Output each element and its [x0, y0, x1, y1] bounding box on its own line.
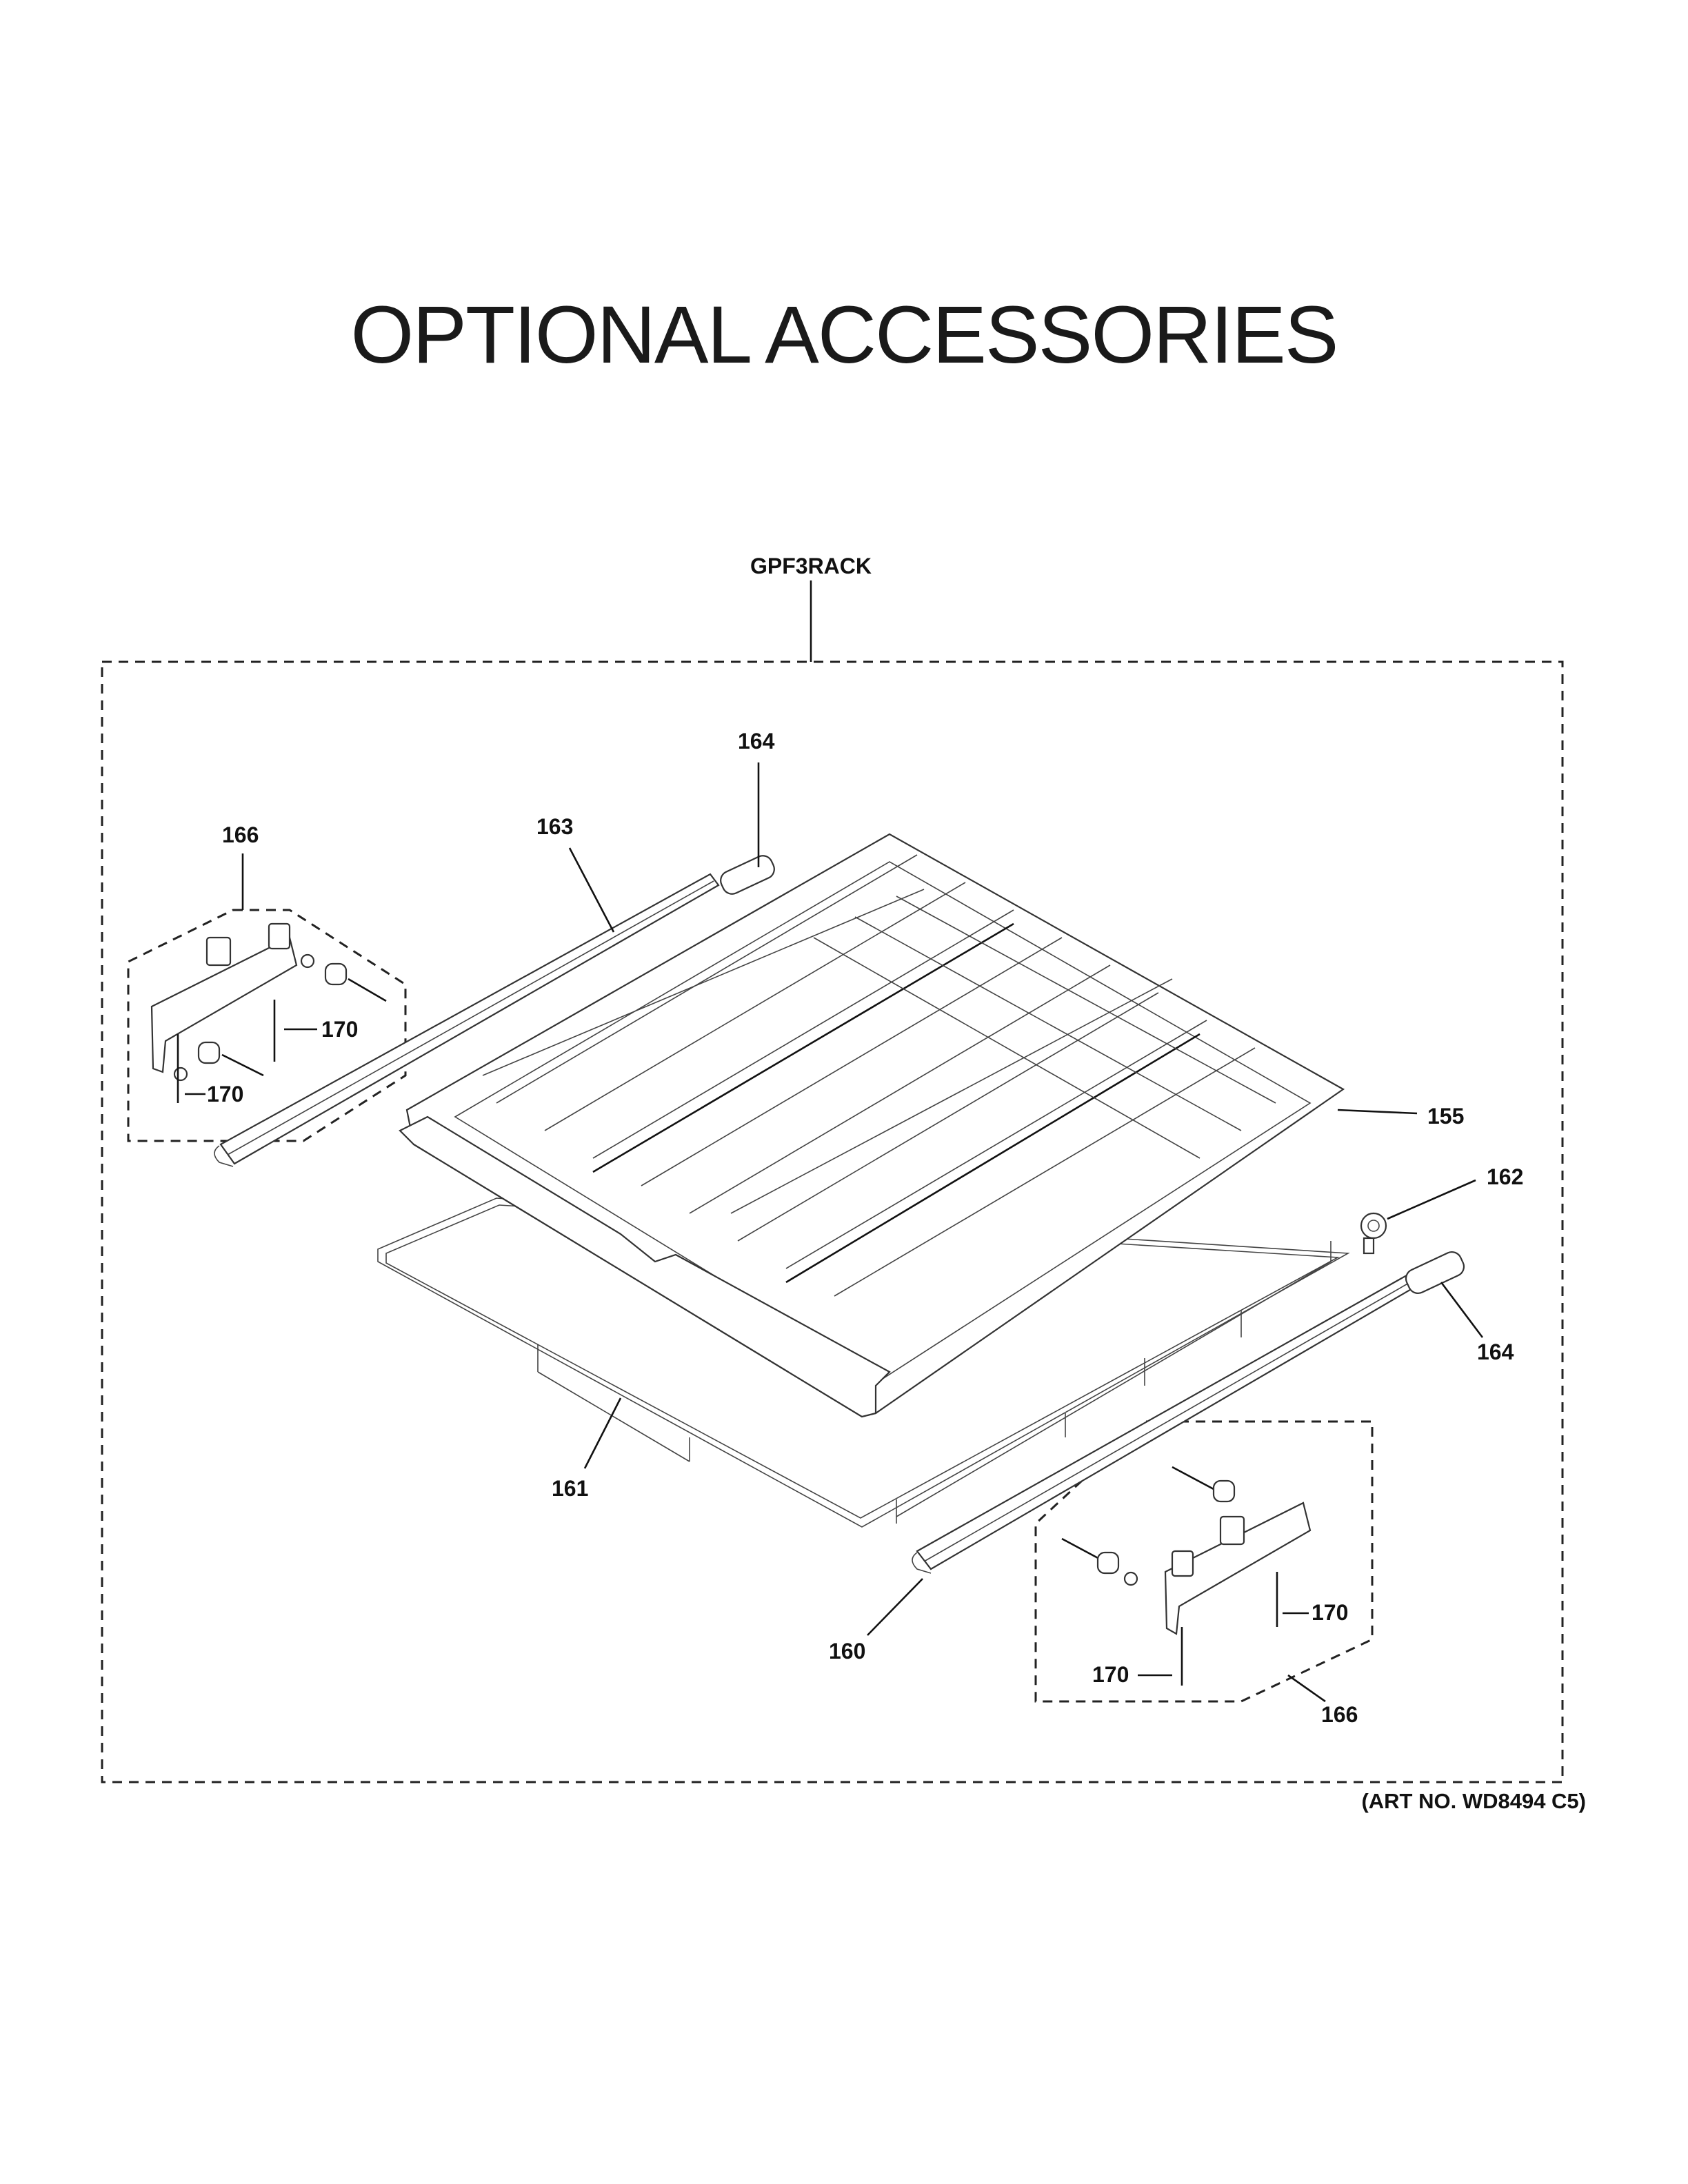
callout-162: 162 [1487, 1164, 1523, 1189]
kit-label: GPF3RACK [750, 554, 872, 578]
callout-164-right: 164 [1477, 1339, 1514, 1364]
end-cap-164-right [1405, 1251, 1465, 1294]
end-cap-164-top [720, 855, 775, 895]
leader-166-right [1287, 1674, 1326, 1703]
callout-164-top: 164 [738, 729, 775, 754]
kit-boundary [101, 660, 1564, 1783]
upper-rack [399, 833, 1345, 1418]
wire-frame [377, 1197, 1350, 1528]
leader-155 [1337, 1109, 1418, 1115]
callout-166-right: 166 [1321, 1702, 1358, 1727]
leader-164-right [1440, 1282, 1484, 1338]
callout-170-r2: 170 [1092, 1662, 1129, 1687]
leader-162 [1387, 1179, 1476, 1220]
hardware-left [150, 922, 387, 1103]
leader-163 [568, 847, 615, 933]
wheel-162 [1360, 1212, 1387, 1255]
leader-161 [583, 1397, 622, 1469]
callout-160: 160 [829, 1639, 865, 1664]
page-title: OPTIONAL ACCESSORIES [350, 290, 1338, 381]
callout-170-l1: 170 [321, 1017, 358, 1042]
rail-163 [214, 873, 720, 1167]
hardware-right [1061, 1466, 1312, 1686]
art-number: (ART NO. WD8494 C5) [1361, 1789, 1586, 1813]
callout-161: 161 [552, 1476, 588, 1501]
callout-163: 163 [536, 814, 573, 839]
callout-166-left: 166 [222, 822, 259, 847]
callout-170-r1: 170 [1312, 1600, 1348, 1625]
callout-155: 155 [1427, 1104, 1464, 1129]
hardware-group-left-boundary [127, 909, 407, 1142]
leader-160 [867, 1578, 923, 1636]
callout-170-l2: 170 [207, 1082, 243, 1106]
